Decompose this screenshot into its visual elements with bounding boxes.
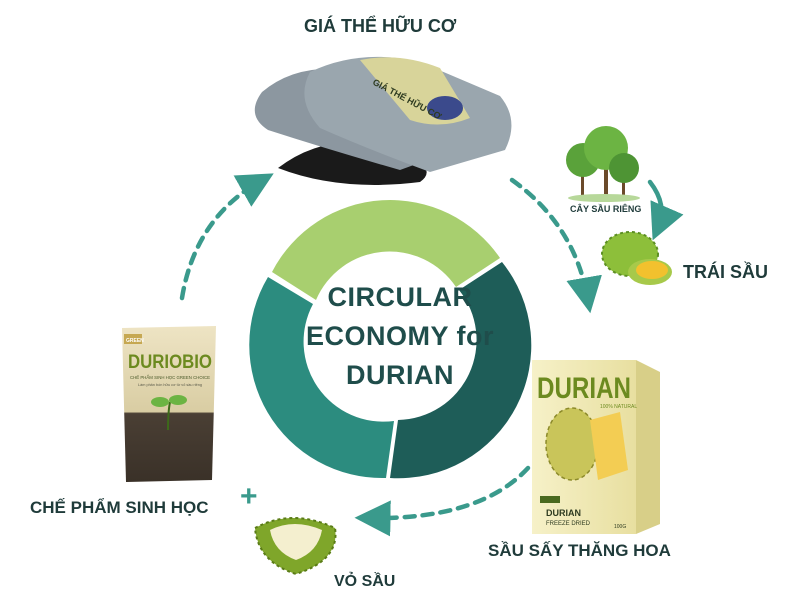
box-name-text: DURIAN [546,508,581,518]
pouch-brand-text: DURIOBIO [128,352,212,373]
label-tree: CÂY SẦU RIÊNG [570,204,642,214]
label-substrate: GIÁ THỂ HỮU CƠ [304,16,457,36]
duriobio-pouch-image: GREEN DURIOBIO CHẾ PHẨM SINH HỌC GREEN C… [122,326,216,482]
label-fruit: TRÁI SẦU [683,262,768,282]
ring-segment-light [272,200,500,300]
central-ring [249,200,532,479]
center-title-line-1: CIRCULAR [327,282,473,312]
substrate-bags-image: GIÁ THỂ HỮU CƠ [254,56,512,185]
plus-sign: + [240,480,258,513]
arrow-bio-to-substrate [179,173,274,301]
pouch-logo-text: GREEN [126,338,144,344]
label-bio-product: CHẾ PHẨM SINH HỌC [30,498,209,517]
ring-segment-teal [249,277,394,479]
arrow-box-to-husk [354,465,531,537]
ring-segment-dark [390,262,532,479]
pouch-subtitle-text: CHẾ PHẨM SINH HỌC GREEN CHOICE [130,374,210,380]
label-freeze-dried: SẦU SẤY THĂNG HOA [488,541,671,560]
box-brand-text: DURIAN [537,372,631,405]
freeze-dried-box-image: DURIAN 100% NATURAL DURIAN FREEZE DRIED … [532,360,660,534]
center-title: CIRCULAR ECONOMY for DURIAN [286,278,514,395]
box-desc-text: FREEZE DRIED [546,521,591,527]
center-title-line-3: DURIAN [346,360,454,390]
bag-durian-art [427,96,463,120]
durian-tree-image [566,126,640,202]
box-weight-text: 100G [614,524,626,530]
label-husk: VỎ SẦU [334,573,396,590]
arrow-substrate-to-tree [509,177,602,314]
cycle-arrows [179,173,684,537]
durian-husk-image [253,517,337,576]
pouch-small-text: Làm phân bón hữu cơ từ vỏ sầu riêng [138,383,202,387]
arrow-tree-to-fruit [647,179,684,241]
box-natural-text: 100% NATURAL [600,404,637,410]
center-title-line-2: ECONOMY for [305,321,494,351]
durian-fruit-image [601,231,672,285]
